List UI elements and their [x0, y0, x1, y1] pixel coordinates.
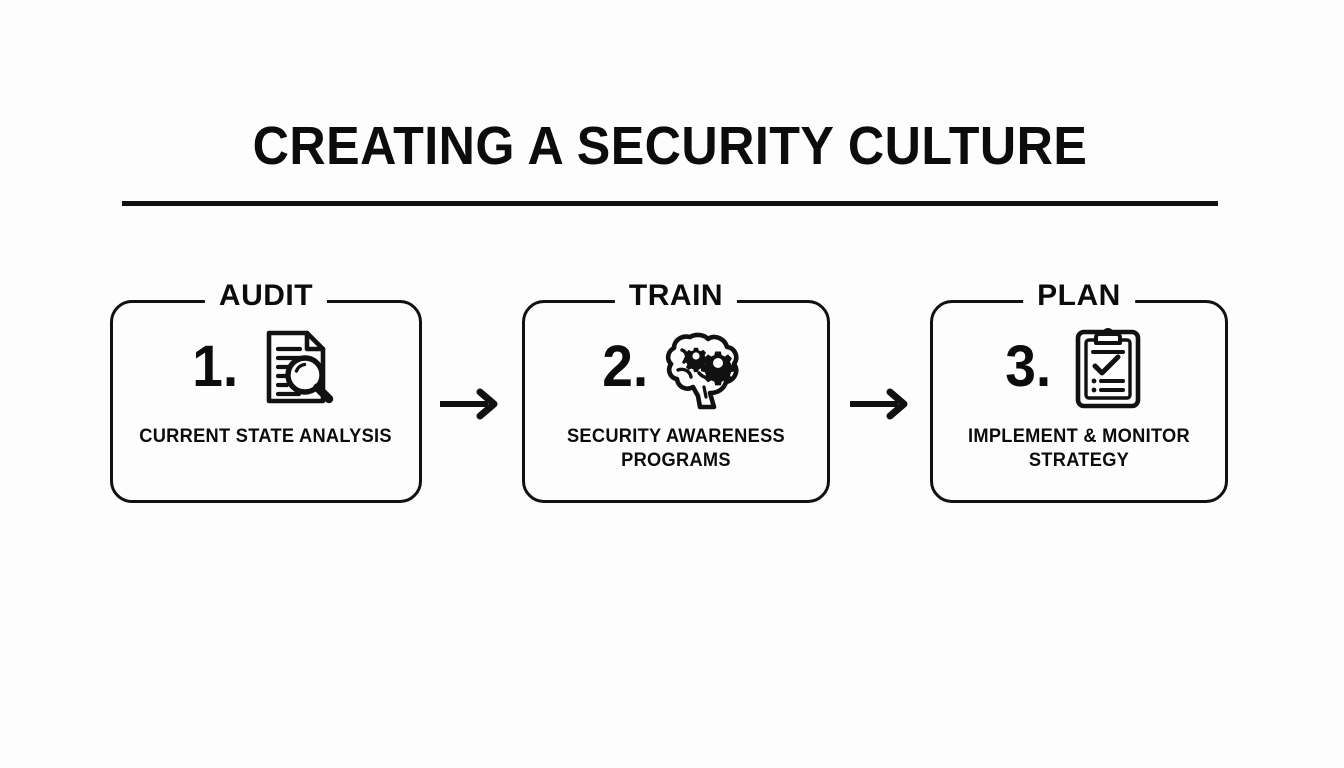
step-card-plan[interactable]: PLAN 3.: [930, 281, 1228, 503]
step-card-body: 2.: [525, 303, 827, 500]
title-divider-rule: [122, 201, 1218, 206]
step-card-caption-1: CURRENT STATE ANALYSIS: [139, 426, 393, 447]
step-card-train[interactable]: TRAIN 2.: [522, 281, 830, 503]
step-number-1: 1.: [192, 334, 238, 399]
step-card-caption-3: IMPLEMENT & MONITOR STRATEGY: [968, 426, 1190, 471]
step-card-body: 1.: [113, 303, 419, 500]
step-card-legend-plan: PLAN: [1023, 281, 1135, 311]
step-card-body: 3.: [933, 303, 1225, 500]
step-number-3: 3.: [1005, 334, 1051, 399]
document-magnifier-icon: [249, 321, 341, 413]
brain-gears-icon: [659, 321, 751, 413]
step-card-legend-audit: AUDIT: [204, 281, 328, 311]
step-card-header-row: 1.: [191, 321, 341, 413]
arrow-right-icon: [848, 388, 914, 420]
step-card-header-row: 3.: [1004, 321, 1154, 413]
step-card-caption-2: SECURITY AWARENESS PROGRAMS: [566, 426, 786, 471]
step-card-legend-train: TRAIN: [614, 281, 738, 311]
step-card-audit[interactable]: AUDIT 1.: [110, 281, 422, 503]
page-title: CREATING A SECURITY CULTURE: [252, 116, 1088, 176]
step-number-2: 2.: [602, 334, 648, 399]
page-title-wrap: CREATING A SECURITY CULTURE: [122, 118, 1218, 175]
arrow-right-icon: [438, 388, 504, 420]
clipboard-checklist-icon: [1062, 321, 1154, 413]
step-card-header-row: 2.: [601, 321, 751, 413]
